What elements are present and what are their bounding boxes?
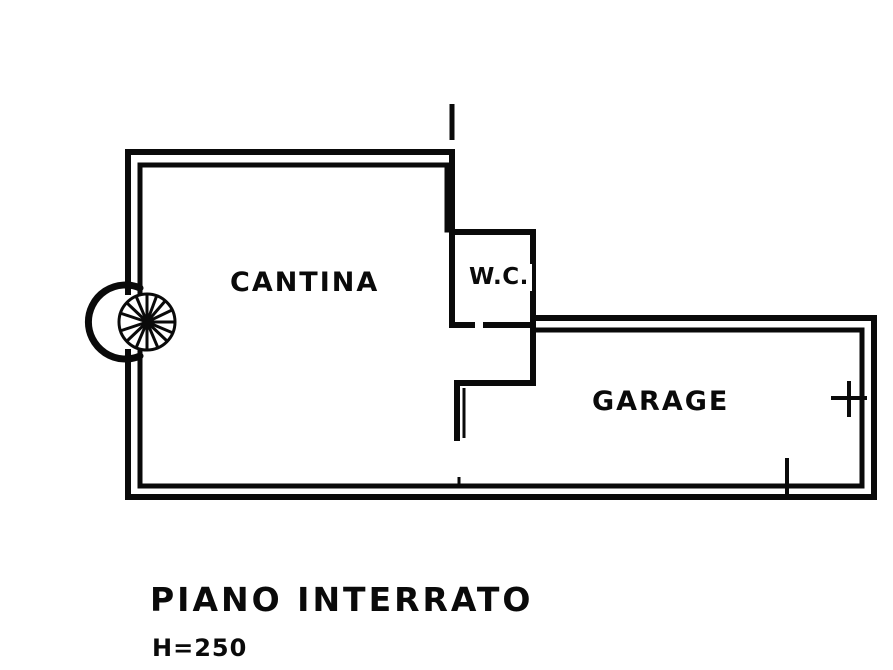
garage-door-mark xyxy=(831,381,867,417)
inner-wall-outline xyxy=(137,162,865,489)
outer-wall-outline xyxy=(125,149,877,500)
spiral-staircase xyxy=(84,281,177,363)
corridor-walls xyxy=(454,327,536,386)
room-label-wc: W.C. xyxy=(466,264,532,291)
room-label-garage: GARAGE xyxy=(588,386,734,417)
plan-title-caption: PIANO INTERRATO xyxy=(150,580,534,619)
wc-room-walls xyxy=(449,229,536,328)
room-label-cantina: CANTINA xyxy=(226,267,384,298)
ceiling-height-note: H=250 xyxy=(152,634,248,662)
